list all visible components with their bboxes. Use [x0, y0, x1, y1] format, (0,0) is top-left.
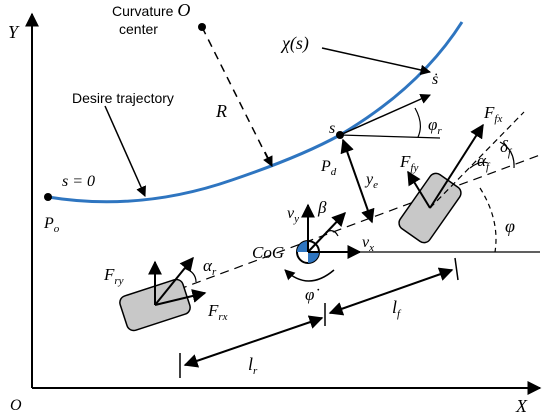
radius-line [201, 26, 271, 164]
ffx-vector [429, 123, 484, 209]
lr-label: lr [248, 354, 258, 377]
s-dot-vector [339, 94, 431, 136]
phi-r-arc [414, 107, 421, 138]
yaw-rate-label: φ̇ [305, 285, 319, 304]
s-dot-label: ṡ [432, 71, 438, 88]
chi-s-leader [321, 47, 432, 76]
velocity-vector [307, 211, 346, 253]
rear-velocity-vector [154, 256, 194, 306]
yaw-rate-arc [284, 269, 335, 282]
beta-label: β [317, 198, 327, 217]
rear-wheel [119, 256, 207, 332]
phi-r-baseline [339, 134, 441, 139]
curvature-center-label: Curvature O [112, 0, 190, 20]
frx-vector [154, 289, 207, 306]
lateral-error-arrow [340, 138, 375, 224]
cog-quadrant-2 [308, 252, 319, 263]
lf-dimension-arrow [328, 267, 454, 316]
y-axis-label: Y [8, 22, 20, 42]
desire-trajectory-label: Desire trajectory [72, 90, 174, 106]
alpha-f-label: αf [477, 151, 491, 173]
fry-label: Fry [103, 265, 124, 287]
cog-label: CoG [252, 243, 284, 262]
chi-s-label: χ(s) [280, 33, 309, 54]
ffx-label: Ffx [483, 103, 502, 125]
alpha-r-label: αr [203, 256, 217, 278]
dimension-lines [179, 257, 459, 378]
front-velocity-dir [429, 111, 525, 209]
radius-arrowhead [263, 151, 273, 167]
delta-f-label: δf [500, 137, 513, 159]
ffy-vector [407, 170, 431, 209]
ye-label: ye [364, 171, 378, 191]
start-point-label: Po [43, 215, 60, 235]
origin-label: O [10, 397, 22, 414]
delta-f-arc [499, 141, 515, 169]
ffy-label: Ffy [399, 152, 418, 174]
coordinate-axes: Y X O [8, 12, 542, 416]
cog-quadrant-1 [297, 241, 308, 252]
center-of-gravity [284, 203, 362, 282]
frx-label: Frx [207, 301, 228, 323]
x-axis-label: X [515, 396, 528, 416]
vehicle-axis-line [149, 154, 541, 301]
curvature-center-label-line2: center [119, 21, 158, 37]
start-point-dot [44, 193, 52, 201]
desire-trajectory-leader [104, 105, 146, 197]
phi-r-label: φr [428, 115, 442, 137]
lr-dimension-arrow [183, 315, 324, 368]
lf-tick-end [454, 257, 459, 281]
radius-label: R [215, 101, 227, 121]
phi-arc [479, 187, 497, 253]
lf-label: lf [392, 297, 402, 320]
front-wheel [398, 111, 525, 244]
alpha-f-arc [469, 161, 489, 169]
start-s-label: s = 0 [62, 173, 95, 190]
alpha-r-arc [183, 267, 197, 283]
phi-label: φ [505, 216, 515, 236]
vy-label: vy [287, 205, 299, 225]
beta-arc [325, 230, 339, 237]
s-label: s [329, 120, 335, 137]
vx-label: vx [362, 234, 374, 254]
pd-label: Pd [320, 158, 337, 178]
desired-trajectory-curve [47, 21, 464, 204]
